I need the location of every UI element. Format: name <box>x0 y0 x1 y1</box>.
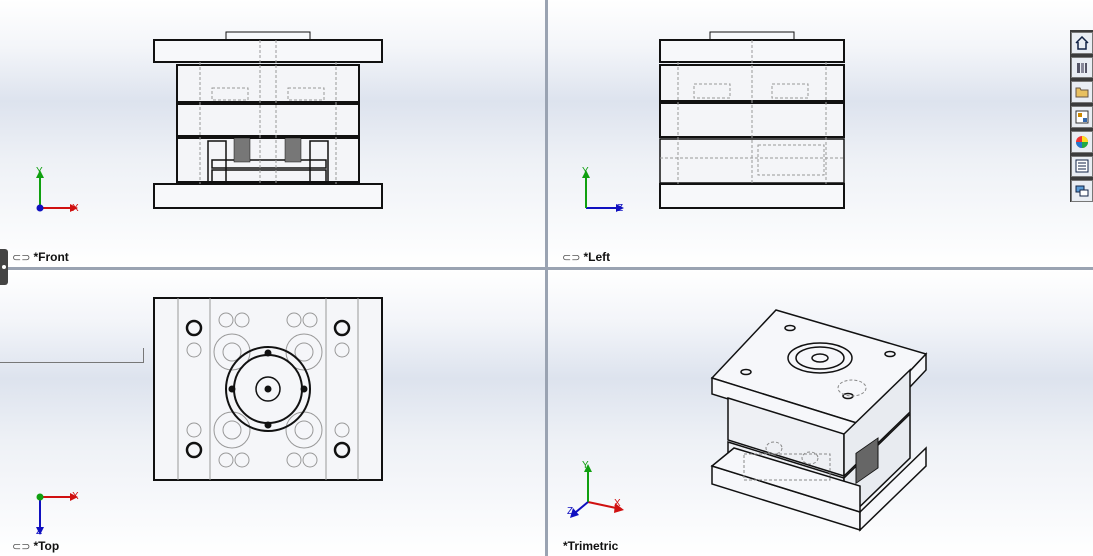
link-views-icon[interactable]: ⊂⊃ <box>12 540 31 553</box>
viewport-left[interactable]: Z Y ⊂⊃ *Left <box>548 0 1093 267</box>
task-pane <box>1070 30 1093 203</box>
front-axis-x-label: X <box>72 203 79 214</box>
trimetric-viewport-label: *Trimetric <box>563 539 618 553</box>
front-axis-triad <box>36 170 78 212</box>
custom-properties-icon[interactable] <box>1070 155 1093 178</box>
viewport-trimetric[interactable]: X Y Z *Trimetric <box>548 270 1093 556</box>
feature-manager-toggle-handle[interactable] <box>0 249 8 285</box>
viewport-front[interactable]: X Y ⊂⊃ *Front <box>0 0 545 267</box>
top-axis-x-label: X <box>72 491 79 502</box>
appearances-icon[interactable] <box>1070 130 1093 153</box>
home-icon[interactable] <box>1070 32 1093 54</box>
viewport-top[interactable]: X Z ⊂⊃ *Top <box>0 270 545 556</box>
trimetric-axis-triad <box>570 464 624 518</box>
trimetric-axis-z-label: Z <box>567 506 574 517</box>
horizontal-viewport-splitter[interactable] <box>0 267 1093 270</box>
top-viewport-label: ⊂⊃ *Top <box>12 539 59 553</box>
top-viewport-name: *Top <box>33 539 60 553</box>
front-axis-y-label: Y <box>36 166 43 177</box>
left-viewport-name: *Left <box>583 250 611 264</box>
left-view-drawing <box>659 31 845 209</box>
forum-icon[interactable] <box>1070 180 1093 203</box>
top-axis-triad <box>36 493 78 535</box>
left-axis-triad <box>582 170 624 212</box>
top-axis-z-label: Z <box>36 526 43 537</box>
design-library-icon[interactable] <box>1070 56 1093 79</box>
trimetric-axis-y-label: Y <box>582 460 589 471</box>
trimetric-view-drawing <box>710 309 928 532</box>
view-palette-icon[interactable] <box>1070 106 1093 128</box>
left-axis-y-label: Y <box>582 166 589 177</box>
file-explorer-icon[interactable] <box>1070 81 1093 104</box>
feature-manager-flyout-edge[interactable] <box>0 348 144 363</box>
trimetric-axis-x-label: X <box>614 498 621 509</box>
top-view-drawing <box>153 297 383 481</box>
left-viewport-label: ⊂⊃ *Left <box>562 250 610 264</box>
link-views-icon[interactable]: ⊂⊃ <box>562 251 581 264</box>
trimetric-viewport-name: *Trimetric <box>563 539 619 553</box>
left-axis-z-label: Z <box>617 203 624 214</box>
front-view-drawing <box>153 31 383 209</box>
link-views-icon[interactable]: ⊂⊃ <box>12 251 31 264</box>
vertical-viewport-splitter[interactable] <box>545 0 548 556</box>
front-viewport-name: *Front <box>33 250 69 264</box>
front-viewport-label: ⊂⊃ *Front <box>12 250 69 264</box>
